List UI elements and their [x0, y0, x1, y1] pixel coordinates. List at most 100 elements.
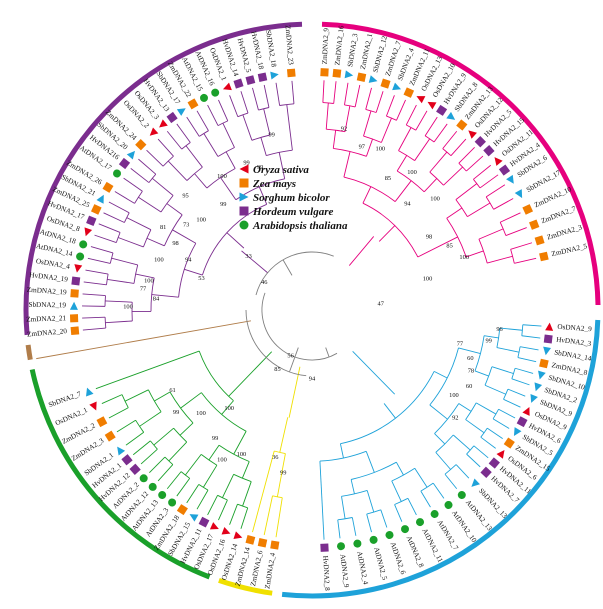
- branch: [342, 496, 346, 518]
- marker-square: [258, 538, 267, 547]
- tip-label: AtDNA2_4: [355, 551, 369, 586]
- tip-label: AtDNA2_9: [338, 554, 350, 589]
- marker-zm: [270, 541, 279, 550]
- branch: [480, 175, 498, 188]
- marker-at: [147, 481, 158, 492]
- branch: [511, 243, 532, 250]
- marker-sb: [369, 75, 379, 85]
- bootstrap-value: 60: [466, 383, 472, 390]
- bootstrap-value: 99: [280, 470, 286, 477]
- branch: [187, 484, 199, 502]
- bootstrap-value: 94: [404, 200, 411, 207]
- backbone: [326, 348, 329, 357]
- marker-circle: [75, 252, 85, 262]
- branch: [91, 247, 113, 253]
- bootstrap-value: 100: [144, 278, 154, 285]
- branch: [466, 156, 483, 171]
- branch: [434, 124, 447, 142]
- legend-label: Sorghum bicolor: [253, 192, 330, 204]
- marker-triangle: [511, 427, 522, 438]
- branch: [395, 505, 402, 522]
- branch: [243, 482, 252, 507]
- marker-square: [96, 416, 107, 427]
- tip-label: OsDNA2_4: [35, 257, 71, 271]
- branch: [416, 111, 427, 130]
- marker-sb: [177, 105, 188, 116]
- branch: [180, 423, 193, 435]
- bootstrap-value: 47: [378, 300, 385, 307]
- marker-square: [246, 535, 256, 545]
- branch: [476, 403, 496, 414]
- marker-sb: [536, 371, 546, 381]
- tip-label: ZmDNA2_23: [283, 25, 294, 66]
- bootstrap-value: 33: [245, 253, 251, 260]
- tip-label: SbDNA2_19: [28, 301, 66, 310]
- marker-triangle: [469, 478, 480, 489]
- branch: [177, 478, 190, 496]
- branch: [421, 491, 431, 507]
- branch: [340, 444, 343, 458]
- branch: [118, 238, 143, 247]
- marker-at: [157, 489, 168, 500]
- marker-square: [246, 75, 256, 85]
- marker-circle: [78, 239, 88, 249]
- tip-label: ZmDNA2_4: [263, 552, 277, 590]
- tip-label: ZmDNA2_16: [333, 25, 345, 66]
- marker-triangle: [536, 371, 546, 381]
- marker-triangle: [73, 264, 82, 273]
- branch: [473, 165, 490, 179]
- tip-label: SbDNA2_7: [47, 390, 82, 409]
- branch: [500, 213, 520, 222]
- tip-label: AtDNA2_6: [389, 541, 408, 576]
- branch: [479, 229, 503, 239]
- branch: [133, 441, 150, 455]
- branch: [124, 178, 143, 191]
- branch: [117, 420, 136, 432]
- marker-sb: [345, 70, 354, 79]
- bootstrap-value: 92: [341, 125, 347, 132]
- tip-label: AtDNA2_7: [436, 519, 460, 552]
- branch: [99, 224, 120, 233]
- branch: [475, 371, 489, 376]
- branch: [230, 504, 238, 525]
- branch: [522, 336, 541, 338]
- marker-square: [91, 204, 102, 215]
- marker-circle: [111, 168, 122, 179]
- bootstrap-value: 96: [496, 326, 502, 333]
- marker-square: [544, 335, 553, 344]
- branch: [333, 130, 335, 148]
- marker-hv: [119, 158, 130, 169]
- bootstrap-value: 61: [169, 387, 175, 394]
- marker-os: [222, 527, 232, 537]
- marker-square: [129, 464, 140, 475]
- marker-hv: [199, 517, 210, 528]
- branch: [109, 202, 129, 213]
- marker-square: [499, 165, 510, 176]
- marker-circle: [167, 497, 178, 508]
- marker-sb: [446, 112, 457, 123]
- branch: [492, 367, 514, 374]
- marker-hv: [489, 457, 500, 468]
- marker-hv: [129, 464, 140, 475]
- branch: [434, 434, 444, 444]
- marker-sb: [515, 189, 526, 200]
- branch: [397, 155, 407, 171]
- branch: [230, 95, 238, 116]
- marker-circle: [147, 481, 158, 492]
- branch: [105, 301, 132, 302]
- marker-at: [456, 489, 467, 500]
- branch: [384, 403, 395, 418]
- marker-at: [337, 542, 346, 551]
- marker-square: [287, 69, 296, 78]
- tip-label: AtDNA2_14: [35, 242, 73, 258]
- marker-circle: [337, 542, 346, 551]
- marker-square: [167, 112, 178, 123]
- branch: [445, 474, 457, 489]
- marker-hv: [246, 75, 256, 85]
- branch: [138, 197, 161, 212]
- branch: [241, 91, 248, 113]
- legend-label: Oryza sativa: [253, 164, 309, 176]
- bootstrap-value: 100: [430, 196, 440, 203]
- branch: [82, 317, 105, 318]
- marker-square: [504, 438, 515, 449]
